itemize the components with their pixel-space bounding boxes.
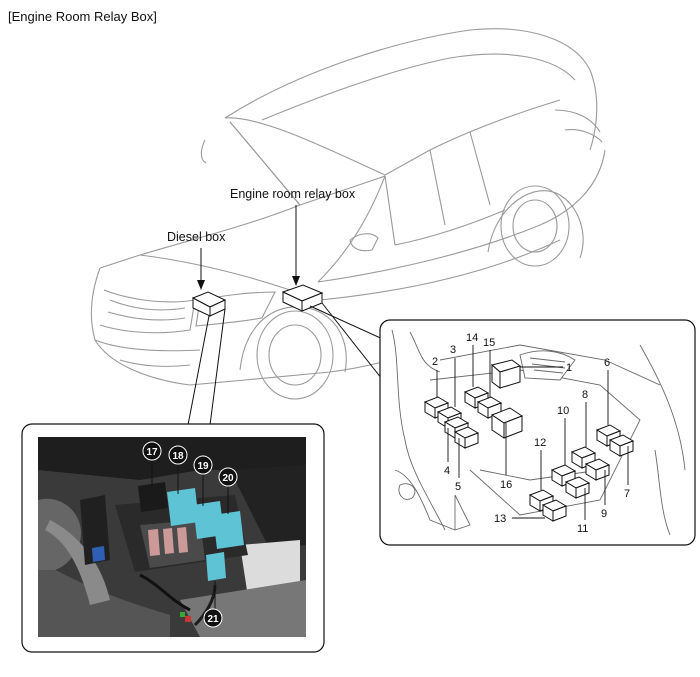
car-illustration	[90, 28, 606, 400]
diesel-box-arrow	[197, 248, 205, 290]
relay-callout-11: 11	[577, 523, 588, 535]
relay-callout-4: 4	[444, 465, 450, 477]
relay-21	[206, 552, 226, 581]
relay-callout-13: 13	[494, 513, 506, 525]
relay-callout-10: 10	[557, 405, 569, 417]
diesel-callout-21: 21	[207, 614, 219, 625]
diesel-box-marker	[191, 291, 227, 317]
relay-callout-14: 14	[466, 332, 478, 344]
relay-box-panel: 1 2 3 4 5 6 7 8 9 10 11 12 13 14 15 16	[379, 319, 696, 546]
relay-callout-6: 6	[604, 357, 610, 369]
diesel-callout-20: 20	[222, 473, 234, 484]
diesel-callout-19: 19	[197, 461, 209, 472]
relay-callout-12: 12	[534, 437, 546, 449]
relay-20	[213, 511, 244, 549]
relay-callout-15: 15	[483, 337, 495, 349]
relay-callout-5: 5	[455, 481, 461, 493]
diesel-callout-17: 17	[146, 447, 158, 458]
relay-callout-1: 1	[566, 362, 572, 374]
diesel-box-panel: 17 18 19 20 21	[21, 423, 325, 653]
diesel-callout-18: 18	[172, 451, 184, 462]
relay-callout-9: 9	[601, 508, 607, 520]
page-title: [Engine Room Relay Box]	[8, 9, 157, 24]
relay-callout-7: 7	[624, 488, 630, 500]
relay-callout-2: 2	[432, 356, 438, 368]
engine-room-relay-box-arrow	[292, 205, 300, 286]
relay-18	[167, 488, 199, 526]
relay-callout-3: 3	[450, 344, 456, 356]
engine-room-relay-box-marker	[281, 284, 324, 312]
relay-callout-8: 8	[582, 389, 588, 401]
relay-callout-16: 16	[500, 479, 512, 491]
engine-room-relay-box-label: Engine room relay box	[230, 187, 356, 201]
diesel-box-label: Diesel box	[167, 230, 226, 244]
